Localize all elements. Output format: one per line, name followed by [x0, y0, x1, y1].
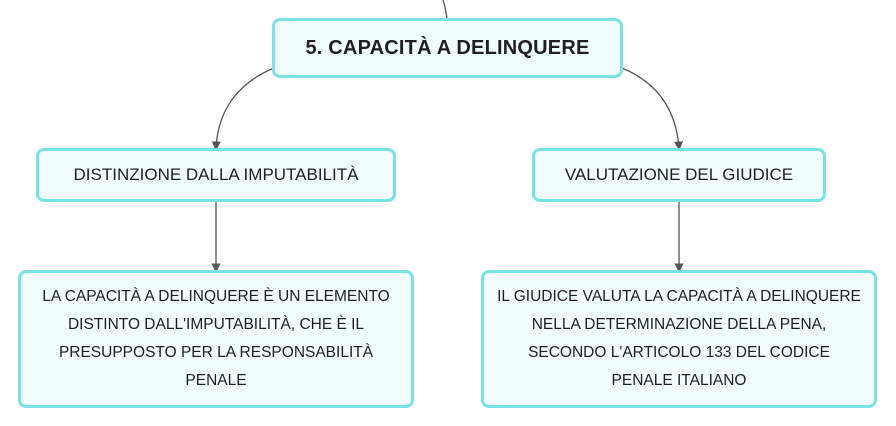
branch-node-distinzione[interactable]: DISTINZIONE DALLA IMPUTABILITÀ — [36, 148, 396, 202]
leaf-node-text: LA CAPACITÀ A DELINQUERE È UN ELEMENTO D… — [42, 288, 390, 389]
root-node-label: 5. CAPACITÀ A DELINQUERE — [305, 36, 590, 59]
connector-root-to-left-branch — [211, 67, 275, 151]
branch-node-label: DISTINZIONE DALLA IMPUTABILITÀ — [73, 165, 359, 184]
branch-node-label: VALUTAZIONE DEL GIUDICE — [564, 165, 794, 184]
leaf-node-distinzione-detail[interactable]: LA CAPACITÀ A DELINQUERE È UN ELEMENTO D… — [18, 270, 414, 408]
leaf-node-text: IL GIUDICE VALUTA LA CAPACITÀ A DELINQUE… — [497, 288, 861, 389]
branch-node-valutazione[interactable]: VALUTAZIONE DEL GIUDICE — [532, 148, 826, 202]
connector-parent-to-root — [442, 0, 448, 19]
leaf-node-valutazione-detail[interactable]: IL GIUDICE VALUTA LA CAPACITÀ A DELINQUE… — [481, 270, 877, 408]
connector-root-to-right-branch — [621, 67, 684, 151]
root-node[interactable]: 5. CAPACITÀ A DELINQUERE — [272, 18, 623, 78]
